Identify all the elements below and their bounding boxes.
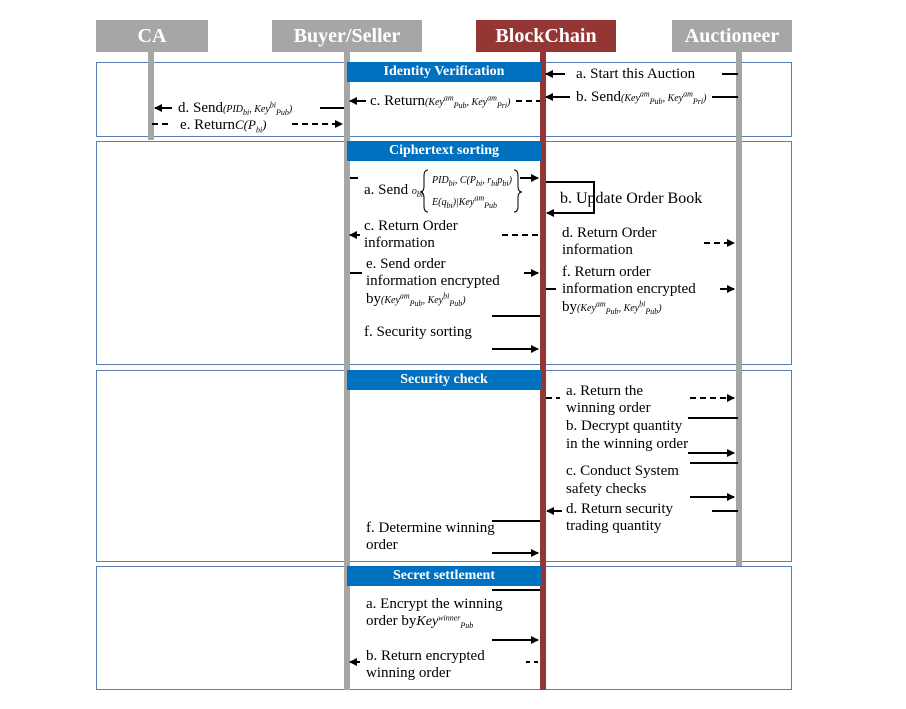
- actor-buyer-seller: Buyer/Seller: [272, 20, 422, 52]
- blockchain-lifeline: [540, 52, 546, 690]
- auctioneer-lifeline: [736, 52, 742, 566]
- actor-auctioneer: Auctioneer: [672, 20, 792, 52]
- label-send-order: a. Send obi: [364, 182, 424, 199]
- label-return-encrypted-3: by(KeyamPub, KeybiPub): [562, 299, 662, 316]
- header-ciphertext-sorting: Ciphertext sorting: [347, 141, 541, 161]
- label-return-encrypted-order-2: winning order: [366, 665, 451, 681]
- label-send-pid: d. Send(PIDbi, KeybiPub): [178, 100, 293, 117]
- label-return-winning-1: a. Return the: [566, 383, 644, 399]
- label-return-security-1: d. Return security: [566, 501, 674, 517]
- label-security-sorting: f. Security sorting: [364, 324, 472, 340]
- label-send-keys: b. Send(KeyamPub, KeyamPri): [576, 89, 707, 106]
- header-security-check: Security check: [347, 370, 541, 390]
- label-decrypt-1: b. Decrypt quantity: [566, 418, 683, 434]
- label-update-order-book: b. Update Order Book: [560, 190, 703, 207]
- label-return-encrypted-1: f. Return order: [562, 264, 651, 280]
- label-return-order-info-1: c. Return Order: [364, 218, 458, 234]
- label-encrypt-winning-1: a. Encrypt the winning: [366, 596, 503, 612]
- ca-lifeline: [148, 52, 154, 140]
- label-return-keys: c. Return(KeyamPub, KeyamPri): [370, 93, 511, 110]
- header-identity-verification: Identity Verification: [347, 62, 541, 82]
- label-system-check-1: c. Conduct System: [566, 463, 679, 479]
- label-return-security-2: trading quantity: [566, 518, 662, 534]
- label-return-encrypted-2: information encrypted: [562, 281, 696, 297]
- label-send-encrypted-3: by(KeyamPub, KeybiPub): [366, 291, 466, 308]
- label-return-order-auct-2: information: [562, 242, 633, 258]
- label-return-order-auct-1: d. Return Order: [562, 225, 657, 241]
- label-return-winning-2: winning order: [566, 400, 651, 416]
- label-determine-2: order: [366, 537, 398, 553]
- label-start-auction: a. Start this Auction: [576, 66, 696, 82]
- label-send-encrypted-2: information encrypted: [366, 273, 500, 289]
- label-determine-1: f. Determine winning: [366, 520, 495, 536]
- label-return-encrypted-order-1: b. Return encrypted: [366, 648, 485, 664]
- label-return-order-info-2: information: [364, 235, 435, 251]
- label-encrypt-winning-2: order byKeywinnerPub: [366, 613, 474, 630]
- label-send-order-formula-1: PIDbi, C(Pbi, rbipbi): [432, 175, 512, 188]
- arrow-update-order-book: [546, 181, 595, 214]
- actor-blockchain: BlockChain: [476, 20, 616, 52]
- label-send-order-formula-2: E(qbi)|KeyamPub: [432, 193, 497, 210]
- label-decrypt-2: in the winning order: [566, 436, 689, 452]
- actor-ca: CA: [96, 20, 208, 52]
- label-send-encrypted-1: e. Send order: [366, 256, 446, 272]
- label-return-c: e. ReturnC(Pbi): [180, 117, 267, 135]
- header-secret-settlement: Secret settlement: [347, 566, 541, 586]
- label-system-check-2: safety checks: [566, 481, 647, 497]
